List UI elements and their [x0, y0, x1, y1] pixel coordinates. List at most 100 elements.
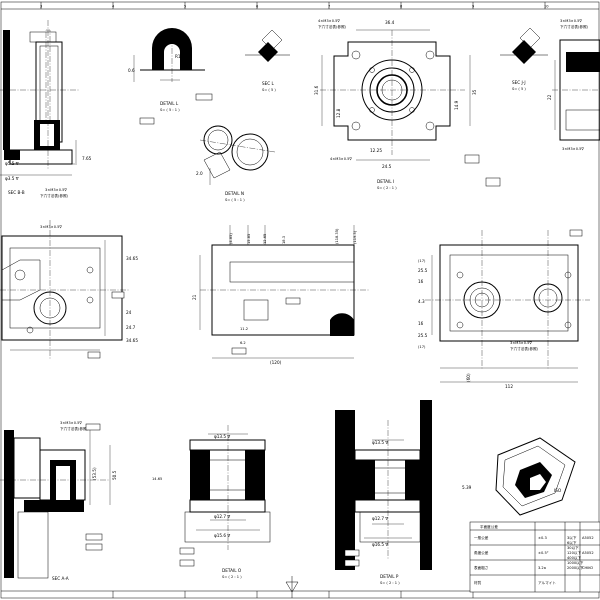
title-block: 平面度公差 一般公差 角度公差 表面粗さ 材質 ±0.3 ±0.5° 3.2a … [469, 521, 600, 593]
title-block-code: CHIKO [582, 566, 593, 570]
detail-l-label: DETAIL L [160, 101, 179, 106]
sec-j-view: SEC J-J S= ( 5 ) [500, 27, 548, 91]
title-block-row-label: 材質 [474, 580, 482, 585]
mid-center-dim: 21 [192, 294, 197, 300]
title-block-tolerance: 30以下 [567, 546, 579, 550]
mid-left-dim: 34.65 [126, 338, 138, 343]
mid-center-view: (4.85) 15.85 12.65 18.3 (118.35) (119.3)… [192, 225, 370, 365]
detail-o-dim: φ12.7 ∇ [214, 514, 230, 519]
detail-i-note: 4×M3×0.5∇ [330, 157, 352, 161]
sec-aa-note: 3×M3×0.5∇ [60, 421, 82, 425]
mid-right-dim: (17) [418, 259, 426, 263]
sec-aa-note: 下穴寸法表(参照) [60, 426, 89, 431]
right-top-note: 3×M3×0.5∇ [562, 147, 584, 151]
detail-i-dim: 12.25 [370, 148, 382, 153]
detail-o-scale: S= ( 2 : 1 ) [222, 575, 242, 579]
detail-n-view: 2.0 DETAIL N S= ( 5 : 1 ) [196, 125, 276, 202]
mid-left-dim: 24 [126, 310, 132, 315]
detail-i-dim: 12.8 [336, 108, 341, 118]
detail-i-dim: 36.4 [385, 20, 395, 25]
sec-aa-label: SEC A-A [52, 576, 69, 581]
mid-left-view: 34.65 24 24.7 34.65 3×M3×0.5∇ [0, 220, 138, 360]
mid-center-dim: (119.3) [353, 230, 357, 244]
mid-center-dim: 12.65 [263, 234, 267, 244]
detail-o-view: φ13.5 ∇ φ12.7 ∇ φ15.6 ∇ 14.65 DETAIL O S… [152, 425, 271, 579]
mid-right-note: 下穴寸法表(参照) [510, 346, 539, 351]
title-block-row-value: ±0.5° [538, 551, 549, 555]
sec-aa-view: 3×M3×0.5∇ 下穴寸法表(参照) (53.5) 50.5 SEC A-A [0, 421, 117, 581]
detail-i-dim: 14.9 [454, 100, 459, 110]
detail-i-label: DETAIL I [377, 179, 394, 184]
mid-right-dim: 25.5 [418, 268, 428, 273]
detail-p-label: DETAIL P [380, 574, 399, 579]
detail-i-note: 下穴寸法表(参照) [318, 24, 347, 29]
detail-p-dim: φ16.5 ∇ [372, 542, 388, 547]
mid-center-dim: (120) [270, 360, 282, 365]
sec-bb-label: SEC B-B [8, 190, 25, 195]
detail-i-dim: 35 [472, 89, 477, 95]
zone-label: 7 [328, 5, 330, 9]
sec-l-scale: S= ( 5 ) [262, 88, 276, 92]
zone-markers: 3 4 5 6 7 8 9 10 [40, 2, 549, 598]
detail-l-dim: 0.6 [128, 68, 135, 73]
sec-bb-dim: φ3.5 ∇ [5, 176, 19, 181]
title-block-row-label: 一般公差 [474, 535, 489, 540]
right-top-note: 下穴寸法表(参照) [560, 24, 589, 29]
title-block-part-no: A5052 [582, 536, 594, 540]
sec-bb-dim: 7.65 [82, 156, 92, 161]
title-block-tolerance: 6以下 [567, 541, 577, 545]
sec-j-label: SEC J-J [512, 80, 526, 85]
zone-label: 3 [40, 5, 42, 9]
mid-right-dim: 16 [418, 279, 424, 284]
mid-right-view: 25.5 16 4.3 16 25.5 (17) (17) 112 (60) 3… [418, 229, 590, 389]
title-block-row-label: 表面粗さ [474, 565, 489, 570]
sec-bb-view: φ3.5 ∇ φ5.5 ∇ 7.65 3×M3×0.5∇ 下穴寸法表(参照) S… [0, 20, 92, 198]
mid-right-note: 3×M3×0.5∇ [510, 341, 532, 345]
zone-label: 10 [544, 5, 549, 9]
detail-i-dim: 24.5 [382, 164, 392, 169]
mid-right-dim: 25.5 [418, 333, 428, 338]
detail-p-dim: φ13.5 ∇ [372, 440, 388, 445]
detail-n-label: DETAIL N [225, 191, 244, 196]
title-block-tolerance: 120以下 [567, 551, 581, 555]
detail-p-view: φ13.5 ∇ φ12.7 ∇ φ16.5 ∇ 5.39 DETAIL P S=… [335, 400, 472, 585]
mid-right-dim: 16 [418, 321, 424, 326]
sec-j-scale: S= ( 5 ) [512, 87, 526, 91]
detail-i-scale: S= ( 2 : 1 ) [377, 186, 397, 190]
mid-center-dim: 18.3 [282, 236, 286, 244]
detail-l-view: 0.6 R1 DETAIL L S= ( 5 : 1 ) [128, 28, 213, 125]
iso-label: ISO [554, 488, 562, 493]
title-block-tolerance: 1000以下 [567, 561, 584, 565]
sec-l-view: SEC L S= ( 5 ) [245, 29, 290, 92]
mid-center-dim: 11.2 [240, 327, 248, 331]
sec-l-label: SEC L [262, 81, 275, 86]
zone-label: 5 [184, 5, 186, 9]
mid-center-dim: (118.35) [335, 228, 339, 244]
detail-l-dim: R1 [175, 54, 181, 59]
right-top-note: 3×M3×0.5∇ [560, 19, 582, 23]
title-block-row-value: ±0.3 [538, 536, 547, 540]
detail-o-dim: 14.65 [152, 477, 162, 481]
zone-label: 9 [472, 5, 475, 9]
mid-right-dim: 4.3 [418, 299, 425, 304]
sec-bb-note: 3×M3×0.5∇ [45, 188, 67, 192]
mid-left-dim: 34.65 [126, 256, 138, 261]
right-top-dim: 22 [547, 94, 552, 100]
detail-o-dim: φ15.6 ∇ [214, 533, 230, 538]
sec-aa-dim: 50.5 [112, 470, 117, 480]
zone-label: 6 [256, 5, 259, 9]
detail-o-label: DETAIL O [222, 568, 242, 573]
mid-right-dim: (60) [466, 373, 471, 382]
sec-bb-dim: φ5.5 ∇ [5, 161, 19, 166]
iso-view: ISO [495, 437, 576, 516]
detail-p-dim: 5.39 [462, 485, 472, 490]
detail-n-dim: 2.0 [196, 171, 203, 176]
zone-label: 8 [400, 5, 403, 9]
mid-center-dim: 6.2 [240, 341, 246, 345]
title-block-material: A5052 [582, 551, 594, 555]
mid-right-dim: (17) [418, 345, 426, 349]
title-block-row-value: 3.2a [538, 566, 546, 570]
detail-n-scale: S= ( 5 : 1 ) [225, 198, 245, 202]
title-block-tolerance: 3以下 [567, 536, 577, 540]
